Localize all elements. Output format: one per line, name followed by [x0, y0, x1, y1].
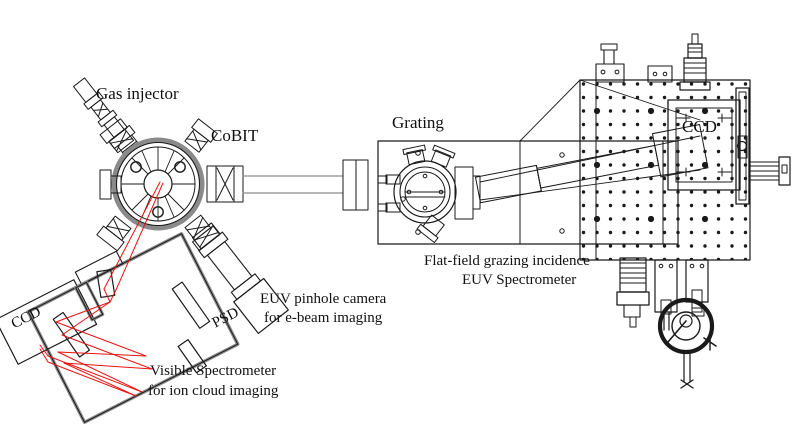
breadboard-top-fittings	[595, 43, 673, 83]
label-cobit: CoBIT	[211, 126, 259, 145]
label-flatfield-line1: Flat-field grazing incidence	[424, 253, 590, 269]
label-visible-line2: for ion cloud imaging	[148, 383, 279, 399]
label-gas-injector: Gas injector	[96, 84, 179, 103]
label-ccd-right: CCD	[682, 117, 717, 136]
pressure-gauge	[657, 297, 717, 389]
beamline-flange	[342, 159, 369, 211]
ccd-camera-head	[679, 33, 711, 91]
visible-spectrometer	[26, 232, 240, 424]
beamline-tube	[242, 175, 344, 194]
gate-valve	[206, 165, 244, 203]
label-euv-pinhole-line2: for e-beam imaging	[264, 310, 383, 326]
optical-breadboard	[579, 79, 751, 261]
support-legs	[654, 259, 709, 317]
cobit-chamber	[96, 118, 221, 252]
grating-chamber	[377, 144, 481, 244]
ccd-feedthrough	[748, 156, 791, 186]
euv-pinhole-camera	[191, 222, 289, 335]
light-ray-paths	[39, 181, 164, 397]
label-grating: Grating	[392, 113, 444, 132]
bellows-assembly	[616, 257, 650, 328]
label-flatfield-line2: EUV Spectrometer	[462, 272, 577, 288]
label-euv-pinhole-line1: EUV pinhole camera	[260, 291, 387, 307]
euv-ccd-detector	[667, 33, 791, 205]
psd-detector	[233, 277, 289, 335]
label-visible-line1: Visible Spectrometer	[150, 363, 277, 379]
visible-ccd-detector	[0, 279, 105, 365]
